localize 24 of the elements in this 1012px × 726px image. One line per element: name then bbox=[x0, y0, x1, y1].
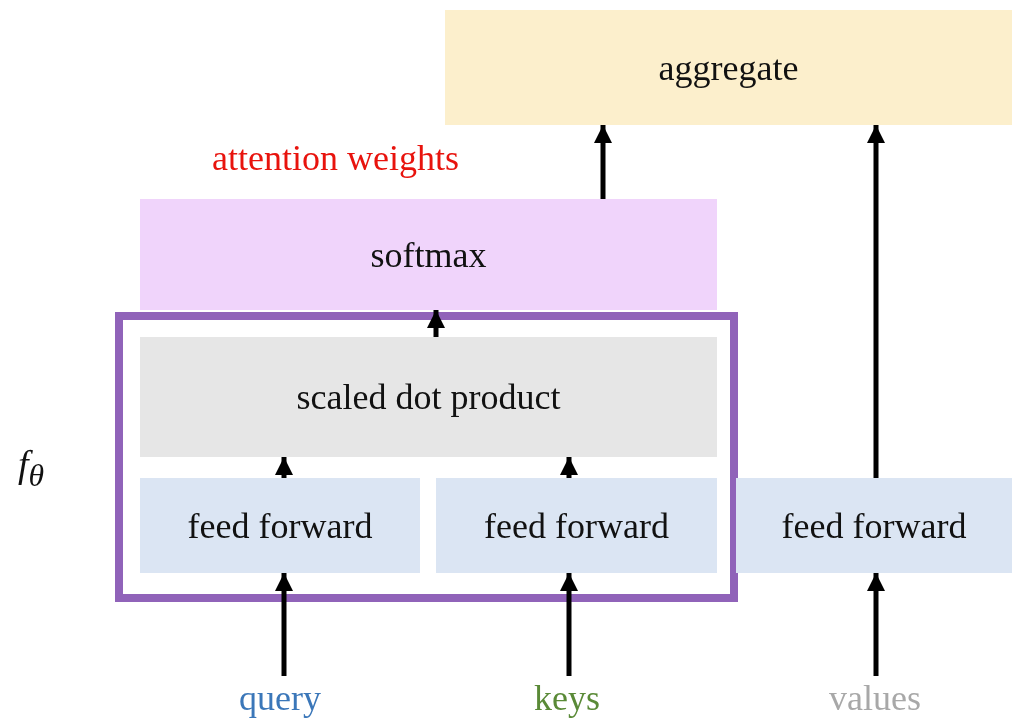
box-label: scaled dot product bbox=[296, 376, 561, 418]
process-box bbox=[445, 10, 1012, 125]
arrow bbox=[560, 573, 578, 676]
box-label: feed forward bbox=[187, 504, 373, 547]
process-box bbox=[140, 337, 717, 457]
process-box bbox=[140, 478, 420, 573]
arrow bbox=[867, 573, 885, 676]
arrow bbox=[275, 573, 293, 676]
arrow bbox=[867, 125, 885, 478]
input-label: keys bbox=[534, 677, 600, 719]
box-label: feed forward bbox=[781, 504, 967, 547]
box-label: aggregate bbox=[658, 46, 799, 89]
input-label: query bbox=[239, 677, 321, 719]
process-box bbox=[436, 478, 717, 573]
function-label: f$_{θ}$ bbox=[18, 442, 45, 494]
input-label: values bbox=[829, 677, 921, 719]
arrow bbox=[275, 457, 293, 478]
box-label: feed forward bbox=[484, 504, 669, 547]
box-label: softmax bbox=[370, 233, 487, 276]
arrow bbox=[594, 125, 612, 199]
arrow bbox=[560, 457, 578, 478]
arrow bbox=[427, 310, 445, 337]
process-box bbox=[736, 478, 1012, 573]
annotation-label: attention weights bbox=[212, 137, 459, 179]
